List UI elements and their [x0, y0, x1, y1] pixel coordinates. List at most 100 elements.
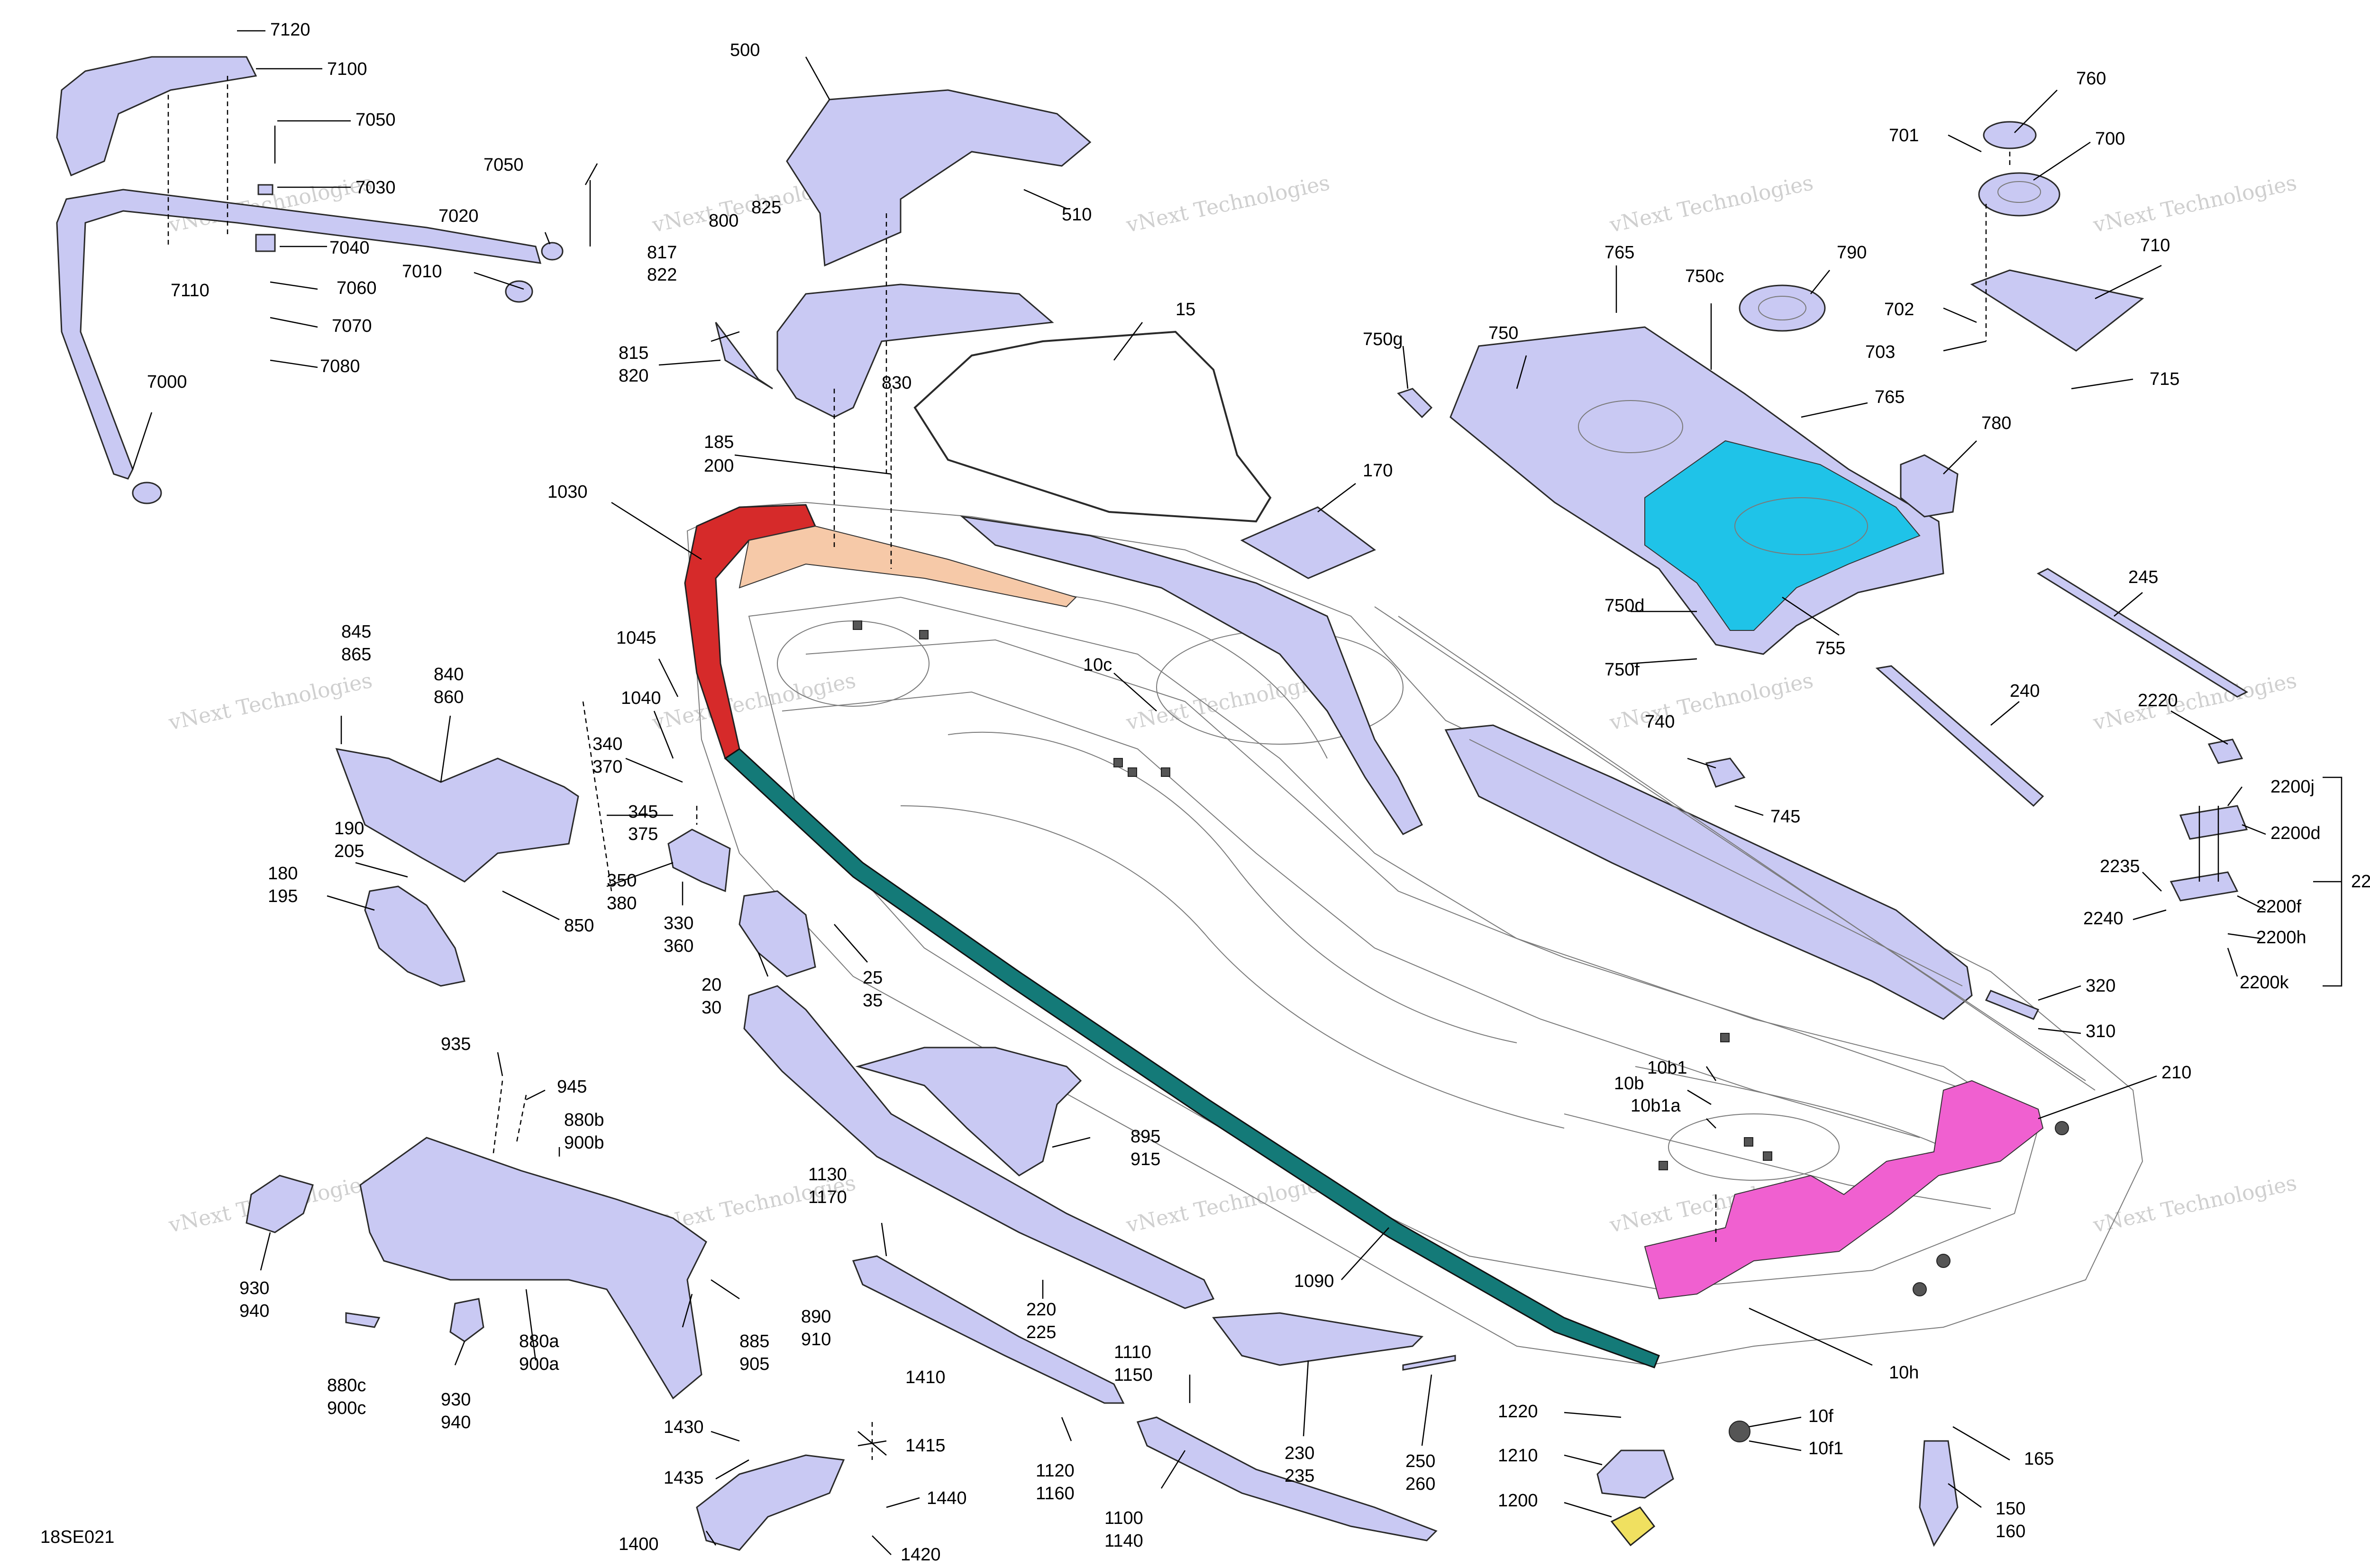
label-160: 160 — [1996, 1522, 2025, 1541]
hull-deck — [684, 501, 2143, 1368]
label-750g: 750g — [1363, 329, 1403, 349]
watermark: vNext Technologies — [1124, 171, 1332, 237]
label-15: 15 — [1176, 300, 1195, 319]
label-7040: 7040 — [329, 238, 370, 258]
clip-740 — [1705, 757, 1746, 788]
label-500: 500 — [730, 40, 760, 60]
label-190: 190 — [334, 819, 364, 839]
strip-240 — [1875, 665, 2044, 807]
strip-880c — [345, 1312, 381, 1328]
label-7000: 7000 — [147, 372, 187, 392]
label-900b: 900b — [564, 1133, 604, 1153]
label-1160: 1160 — [1036, 1484, 1075, 1504]
label-200: 200 — [704, 456, 734, 476]
bracket-1200 — [1610, 1506, 1656, 1547]
gasket-15 — [913, 330, 1272, 523]
label-2200j: 2200j — [2270, 777, 2315, 797]
label-7120: 7120 — [270, 20, 310, 40]
label-750d: 750d — [1604, 596, 1645, 616]
trim-320 — [1985, 990, 2040, 1020]
label-1040: 1040 — [621, 688, 661, 708]
label-210: 210 — [2161, 1063, 2191, 1083]
label-1045: 1045 — [616, 628, 656, 648]
label-715: 715 — [2150, 369, 2179, 389]
label-10c: 10c — [1083, 655, 1112, 675]
bow-bumper-red — [684, 504, 817, 760]
label-1415: 1415 — [905, 1436, 946, 1456]
label-345: 345 — [628, 802, 658, 822]
watermark: vNext Technologies — [1124, 1171, 1332, 1238]
label-750c: 750c — [1685, 266, 1724, 286]
label-10b1a: 10b1a — [1631, 1096, 1681, 1116]
label-10b: 10b — [1614, 1074, 1644, 1094]
side-panel-880a — [359, 1137, 707, 1400]
label-1120: 1120 — [1036, 1461, 1075, 1481]
fin-230 — [1212, 1312, 1424, 1366]
label-1220: 1220 — [1498, 1402, 1538, 1422]
label-10f: 10f — [1808, 1406, 1833, 1426]
label-7050: 7050 — [356, 110, 396, 130]
label-185: 185 — [704, 432, 734, 452]
label-375: 375 — [628, 824, 658, 844]
label-1130: 1130 — [808, 1165, 847, 1185]
left-side-parts — [246, 738, 2248, 1551]
label-2200h: 2200h — [2256, 928, 2306, 948]
label-35: 35 — [863, 991, 883, 1011]
label-701: 701 — [1889, 126, 1919, 146]
label-25: 25 — [863, 968, 883, 988]
label-850: 850 — [564, 916, 594, 936]
label-815: 815 — [619, 343, 648, 363]
label-1100: 1100 — [1104, 1508, 1143, 1528]
rear-platform — [1397, 121, 2249, 807]
label-195: 195 — [268, 886, 298, 906]
label-165: 165 — [2024, 1449, 2054, 1469]
label-745: 745 — [1770, 807, 1800, 827]
label-885: 885 — [739, 1331, 769, 1351]
label-360: 360 — [664, 936, 693, 956]
label-250: 250 — [1405, 1451, 1435, 1471]
watermark: vNext Technologies — [650, 668, 858, 735]
label-825: 825 — [751, 198, 781, 218]
label-170: 170 — [1363, 461, 1393, 481]
label-840: 840 — [434, 665, 464, 684]
label-703: 703 — [1865, 342, 1895, 362]
label-7050: 7050 — [483, 155, 524, 175]
label-10h: 10h — [1889, 1363, 1919, 1383]
label-245: 245 — [2128, 567, 2158, 587]
strip-245 — [2036, 568, 2249, 698]
cap-760 — [1983, 121, 2037, 149]
label-370: 370 — [592, 757, 622, 777]
bow-panel-peach — [738, 525, 1077, 608]
label-890: 890 — [801, 1307, 831, 1327]
label-940: 940 — [239, 1301, 269, 1321]
label-7100: 7100 — [327, 59, 367, 79]
bracket-330 — [667, 829, 731, 893]
label-7010: 7010 — [402, 262, 442, 282]
label-1210: 1210 — [1498, 1446, 1538, 1466]
label-230: 230 — [1285, 1443, 1314, 1463]
label-820: 820 — [619, 366, 648, 386]
rail-1110 — [1136, 1416, 1438, 1541]
label-880c: 880c — [327, 1376, 366, 1395]
label-2200f: 2200f — [2256, 897, 2302, 917]
watermark: vNext Technologies — [1607, 171, 1815, 237]
handlebar-bracket — [56, 56, 257, 176]
label-750f: 750f — [1604, 660, 1640, 680]
rub-rail-teal — [724, 748, 1660, 1368]
label-880b: 880b — [564, 1110, 604, 1130]
vent-180 — [364, 885, 465, 987]
strip-220 — [743, 985, 1215, 1309]
part-780 — [1900, 454, 1959, 518]
label-710: 710 — [2140, 236, 2170, 255]
label-2235: 2235 — [2100, 857, 2140, 876]
label-895: 895 — [1130, 1127, 1160, 1147]
label-7030: 7030 — [356, 178, 396, 198]
label-860: 860 — [434, 687, 464, 707]
panel-930a — [246, 1175, 314, 1233]
label-780: 780 — [1981, 413, 2011, 433]
part-150 — [1919, 1440, 1959, 1547]
label-1400: 1400 — [619, 1534, 659, 1554]
label-760: 760 — [2076, 69, 2106, 89]
panel-840 — [335, 748, 579, 883]
